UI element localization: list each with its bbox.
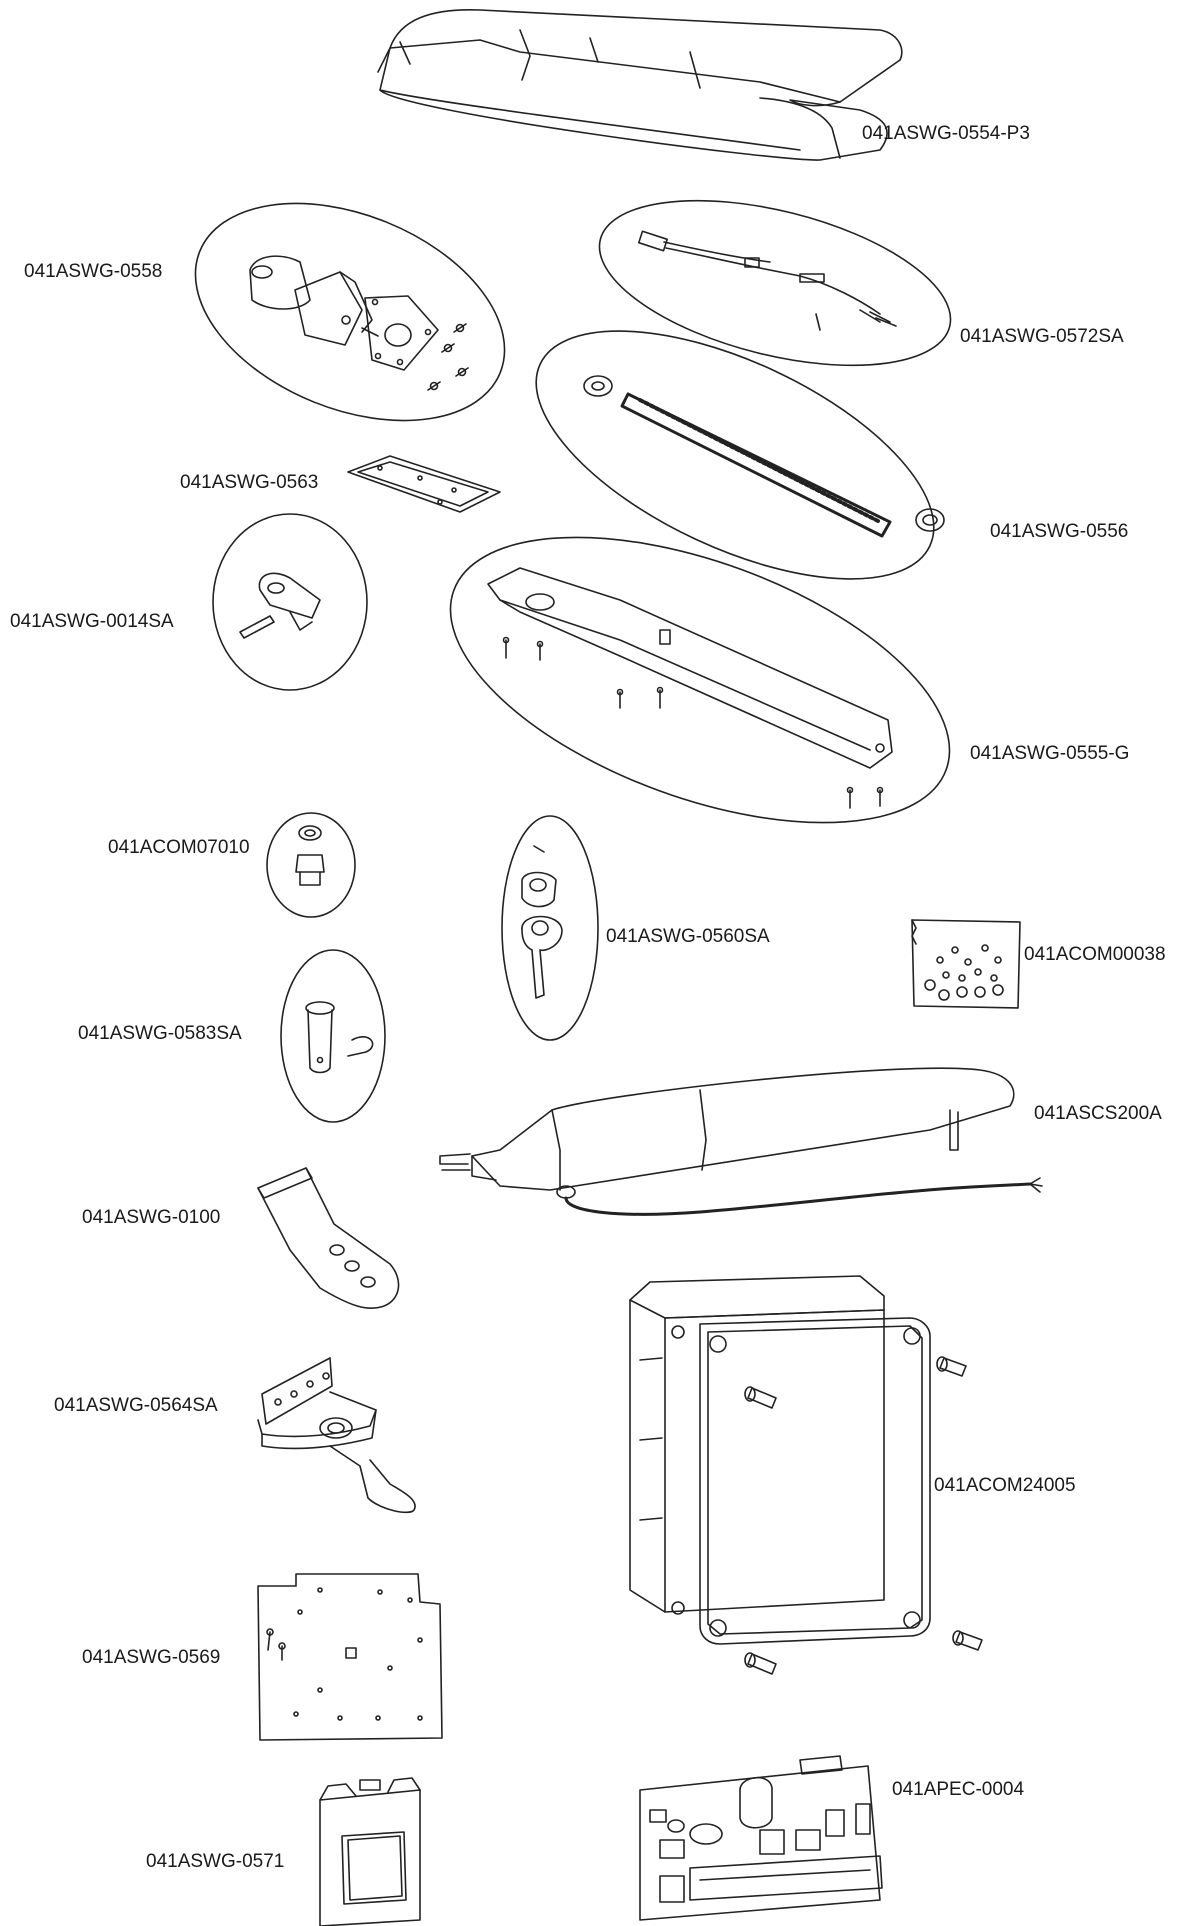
operator-label: 041ASCS200A bbox=[1034, 1103, 1162, 1124]
gland-label: 041ACOM07010 bbox=[108, 837, 250, 858]
enclosure-box bbox=[629, 1275, 983, 1675]
release-label: 041ASWG-0560SA bbox=[606, 926, 770, 947]
gasket-part bbox=[347, 455, 501, 513]
base-housing bbox=[449, 536, 951, 824]
mounting-plate bbox=[257, 1573, 443, 1741]
mounting-bracket bbox=[257, 1167, 400, 1310]
clevis-pin bbox=[280, 949, 386, 1123]
control-board bbox=[639, 1755, 883, 1921]
screw-label: 041ASWG-0556 bbox=[990, 521, 1129, 542]
pivot-label: 041ASWG-0014SA bbox=[10, 611, 174, 632]
plate-label: 041ASWG-0569 bbox=[82, 1647, 221, 1668]
post-bracket-label: 041ASWG-0564SA bbox=[54, 1395, 218, 1416]
cable-label: 041ASWG-0572SA bbox=[960, 326, 1124, 347]
hardware-label: 041ACOM00038 bbox=[1024, 944, 1166, 965]
cable-gland bbox=[266, 812, 356, 918]
transformer-label: 041ASWG-0571 bbox=[146, 1851, 285, 1872]
cover-label: 041ASWG-0554-P3 bbox=[862, 123, 1030, 144]
board-label: 041APEC-0004 bbox=[892, 1779, 1025, 1800]
enclosure-label: 041ACOM24005 bbox=[934, 1475, 1076, 1496]
transformer bbox=[319, 1777, 421, 1926]
hardware-bag bbox=[911, 919, 1021, 1009]
base-label: 041ASWG-0555-G bbox=[970, 743, 1130, 764]
motor-label: 041ASWG-0558 bbox=[24, 261, 163, 282]
release-lever bbox=[501, 815, 599, 1041]
gasket-label: 041ASWG-0563 bbox=[180, 472, 319, 493]
lead-screw bbox=[535, 330, 945, 580]
bracket-label: 041ASWG-0100 bbox=[82, 1207, 221, 1228]
pin-label: 041ASWG-0583SA bbox=[78, 1023, 242, 1044]
pivot-part bbox=[212, 513, 368, 691]
post-bracket bbox=[257, 1357, 416, 1514]
cover-part bbox=[377, 9, 903, 161]
cable-harness bbox=[598, 199, 952, 367]
motor-assembly bbox=[194, 202, 506, 422]
operator-assembly bbox=[439, 1067, 1043, 1216]
